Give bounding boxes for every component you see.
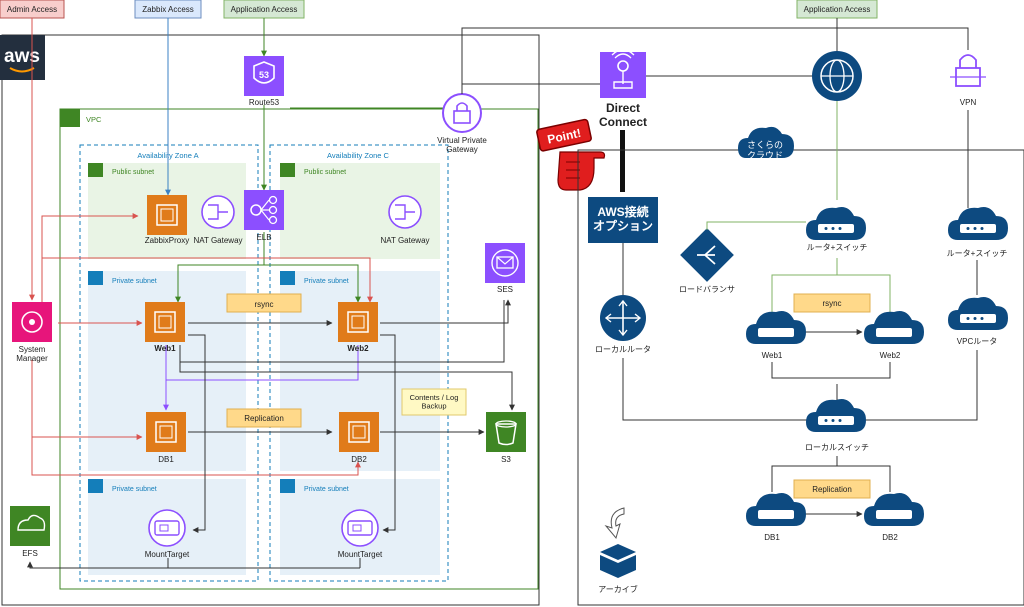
web1-label: Web1	[154, 344, 176, 353]
elb-label: ELB	[256, 233, 271, 242]
mount-target-c-icon	[341, 509, 379, 547]
route53-icon: 53	[244, 56, 284, 96]
az-c-label: Availability Zone C	[327, 151, 390, 160]
archive-icon	[600, 544, 636, 578]
local-router-icon	[600, 295, 646, 341]
vpc-label: VPC	[86, 115, 102, 124]
sakura-db2-icon	[864, 493, 924, 526]
private-subnet-c1-label: Private subnet	[304, 278, 349, 285]
sakura-cloud-frame	[577, 149, 1024, 606]
admin-access-label: Admin Access	[7, 5, 57, 14]
vpc-router-icon	[948, 297, 1008, 330]
sakura-db2-label: DB2	[882, 533, 898, 542]
s3-label: S3	[501, 455, 511, 464]
system-manager-icon	[12, 302, 52, 342]
nat-gateway-c-label: NAT Gateway	[380, 236, 429, 245]
sakura-web2-icon	[864, 311, 924, 344]
local-router-label: ローカルルータ	[595, 345, 651, 354]
efs-icon	[10, 506, 50, 546]
public-subnet-a-label: Public subnet	[112, 169, 154, 176]
point-text: Point!	[546, 126, 582, 147]
db2-label: DB2	[351, 455, 367, 464]
load-balancer-icon	[680, 228, 734, 282]
direct-connect-link	[620, 130, 625, 192]
app-access-left-label: Application Access	[231, 5, 298, 14]
route53-label: Route53	[249, 98, 280, 107]
direct-connect-icon	[600, 48, 646, 98]
vpn-label: VPN	[960, 98, 977, 107]
load-balancer-label: ロードバランサ	[679, 285, 735, 294]
rsync-label-right: rsync	[822, 299, 841, 308]
replication-label-right: Replication	[812, 485, 852, 494]
efs-label: EFS	[22, 549, 38, 558]
vpn-icon	[950, 54, 986, 87]
svg-text:53: 53	[259, 70, 269, 80]
aws-option-label: AWS接続オプション	[593, 204, 653, 233]
s3-icon	[486, 412, 526, 452]
aws-logo: aws	[0, 35, 45, 80]
ses-icon	[485, 243, 525, 283]
zabbix-proxy-label: ZabbixProxy	[145, 236, 189, 245]
vpg-icon	[442, 93, 482, 133]
mount-target-a-label: MountTarget	[145, 550, 190, 559]
router-switch-top-label: ルータ+スイッチ	[807, 243, 868, 252]
vpc-icon	[60, 109, 80, 127]
db1-label: DB1	[158, 455, 174, 464]
aws-logo-text: aws	[4, 46, 40, 67]
sakura-cloud-icon	[738, 126, 794, 158]
public-subnet-c-label: Public subnet	[304, 169, 346, 176]
aws-option-box	[588, 197, 658, 243]
router-switch-right-label: ルータ+スイッチ	[947, 249, 1008, 258]
rsync-note	[226, 293, 302, 313]
zabbix-proxy-icon	[147, 195, 187, 235]
local-switch-icon	[806, 399, 866, 432]
vpc-router-label: VPCルータ	[957, 337, 997, 346]
replication-label: Replication	[244, 414, 284, 423]
private-subnet-a1-label: Private subnet	[112, 278, 157, 285]
globe-icon	[812, 51, 862, 101]
ses-label: SES	[497, 285, 513, 294]
zabbix-access-label: Zabbix Access	[142, 5, 194, 14]
router-switch-right-icon	[948, 207, 1008, 240]
mount-target-a-icon	[148, 509, 186, 547]
web1-icon	[145, 302, 185, 342]
backup-note	[401, 388, 467, 416]
db1-icon	[146, 412, 186, 452]
local-switch-label: ローカルスイッチ	[805, 443, 869, 452]
aws-cloud-frame	[1, 34, 540, 606]
vpc-frame	[59, 108, 539, 590]
router-switch-top-icon	[806, 207, 866, 240]
nat-gateway-c-icon	[388, 195, 422, 229]
nat-gateway-a-label: NAT Gateway	[193, 236, 242, 245]
app-access-right-label: Application Access	[804, 5, 871, 14]
archive-arrow-icon	[604, 507, 625, 540]
point-callout: Point!	[536, 118, 606, 191]
sakura-web2-label: Web2	[880, 351, 901, 360]
replication-note	[226, 408, 302, 428]
private-subnet-a2-label: Private subnet	[112, 486, 157, 493]
mount-target-c-label: MountTarget	[338, 550, 383, 559]
elb-icon	[244, 190, 284, 230]
sakura-web1-label: Web1	[762, 351, 783, 360]
az-c-frame	[269, 144, 449, 582]
sakura-web1-icon	[746, 311, 806, 344]
sakura-db1-label: DB1	[764, 533, 780, 542]
sakura-db1-icon	[746, 493, 806, 526]
private-subnet-c2-label: Private subnet	[304, 486, 349, 493]
rsync-note-right	[793, 293, 871, 313]
archive-label: アーカイブ	[598, 584, 638, 594]
web2-icon	[338, 302, 378, 342]
db2-icon	[339, 412, 379, 452]
sakura-cloud-label: さくらのクラウド	[747, 140, 783, 160]
replication-note-right	[793, 479, 871, 499]
rsync-label: rsync	[254, 300, 273, 309]
nat-gateway-a-icon	[201, 195, 235, 229]
az-a-frame	[79, 144, 259, 582]
web2-label: Web2	[347, 344, 369, 353]
